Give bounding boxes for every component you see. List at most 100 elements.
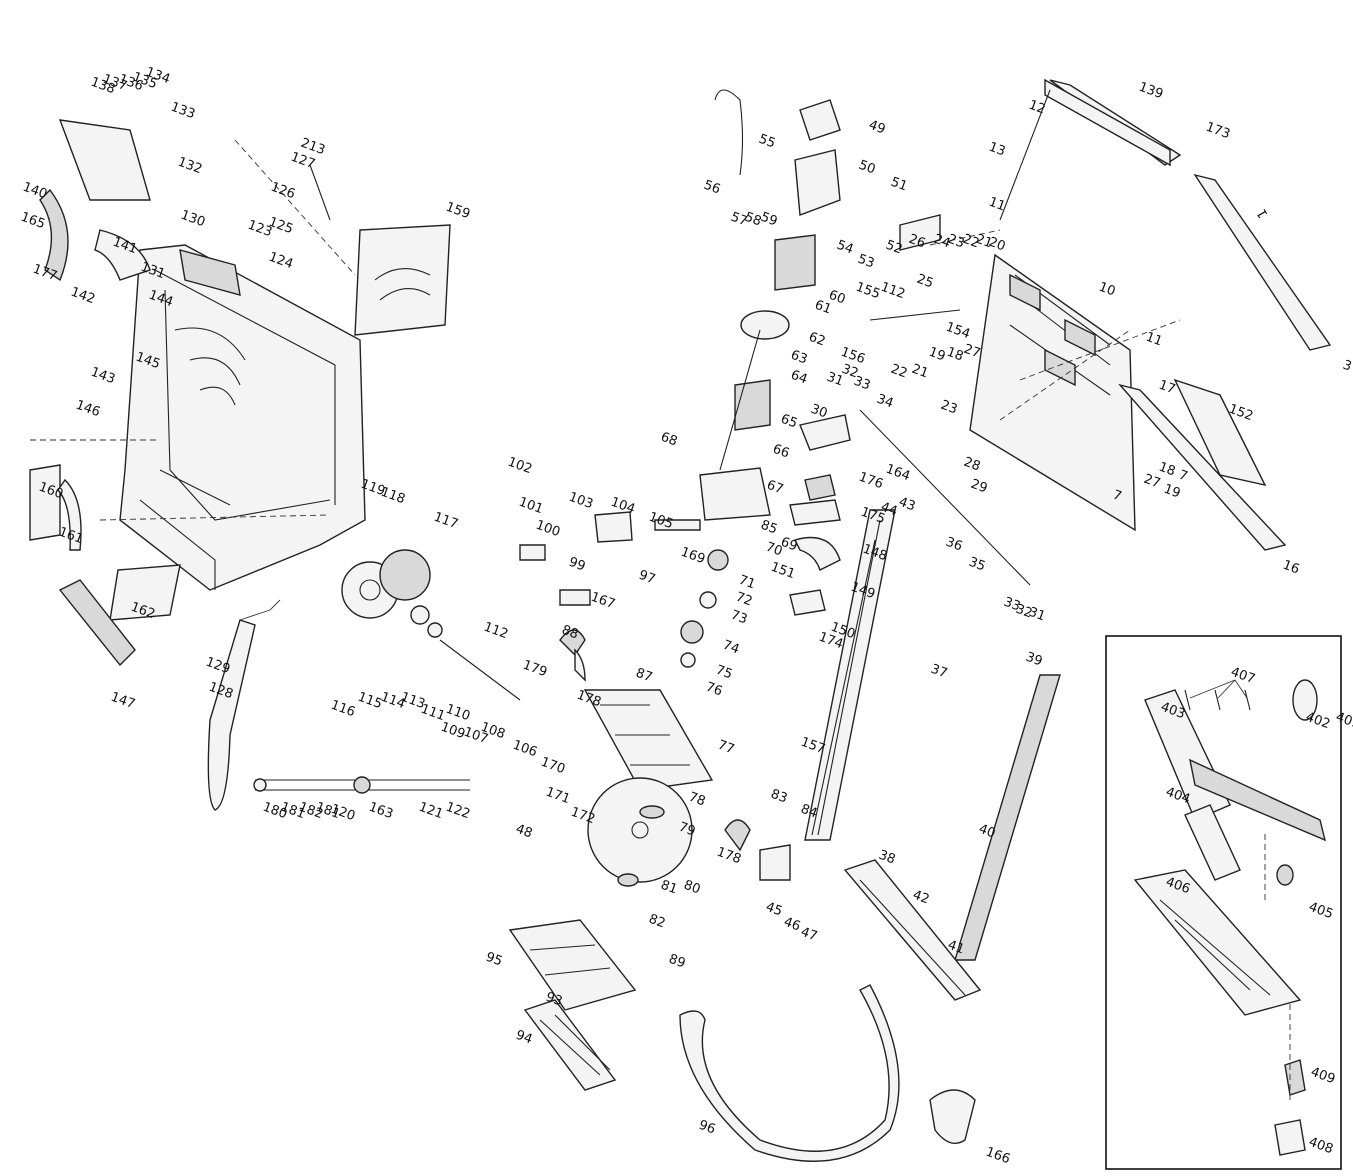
callout-c105: 105 <box>647 510 675 533</box>
callout-c154: 154 <box>944 320 972 343</box>
callout-c151: 151 <box>769 560 797 583</box>
callout-c97: 97 <box>637 568 658 588</box>
height-shaft-121 <box>253 776 470 794</box>
callout-c24: 24 <box>932 232 953 252</box>
callout-c33b: 33 <box>1002 595 1023 615</box>
callout-c402: 402 <box>1304 710 1332 733</box>
callout-c95: 95 <box>484 950 505 970</box>
callout-c31a: 31 <box>825 370 846 390</box>
saw-base-cabinet <box>119 244 366 591</box>
callout-c121: 121 <box>417 800 445 823</box>
callout-c62: 62 <box>807 330 828 350</box>
callout-c50: 50 <box>857 158 878 178</box>
callout-c70: 70 <box>764 540 785 560</box>
side-rail-1 <box>1193 173 1332 351</box>
callout-c117: 117 <box>432 510 460 533</box>
dust-chute-89 <box>508 919 637 1011</box>
callout-c52: 52 <box>884 238 905 258</box>
arbor-gears <box>680 549 729 668</box>
callout-c89: 89 <box>667 952 688 972</box>
callout-c39: 39 <box>1024 650 1045 670</box>
callout-c18b: 18 <box>1157 460 1178 480</box>
miter-gauge-147 <box>58 579 136 667</box>
callout-c99: 99 <box>567 555 588 575</box>
callout-c40: 40 <box>977 822 998 842</box>
side-rail-16 <box>1117 383 1287 551</box>
callout-c94: 94 <box>514 1028 535 1048</box>
dust-chute-cover-94 <box>523 999 617 1091</box>
callout-c57: 57 <box>729 210 750 230</box>
callout-c10: 10 <box>1097 280 1118 300</box>
callout-c12: 12 <box>1027 98 1048 118</box>
callout-c157: 157 <box>799 735 827 758</box>
table-top-9 <box>969 253 1136 532</box>
callout-c48: 48 <box>514 822 535 842</box>
dust-hose-96 <box>679 984 900 1162</box>
callout-c56: 56 <box>702 178 723 198</box>
callout-c65: 65 <box>779 412 800 432</box>
fence-rod-35 <box>859 409 1031 586</box>
inset-detail-box <box>1105 635 1342 1170</box>
callout-c71: 71 <box>737 573 758 593</box>
callout-c142: 142 <box>69 285 97 308</box>
callout-c67: 67 <box>765 478 786 498</box>
callout-c101: 101 <box>517 495 545 518</box>
callout-c156: 156 <box>839 345 867 368</box>
callout-c33a: 33 <box>852 374 873 394</box>
callout-c43: 43 <box>897 495 918 515</box>
power-cord-128 <box>207 619 256 811</box>
callout-c163: 163 <box>367 800 395 823</box>
callout-c112b: 112 <box>879 280 907 303</box>
callout-c30: 30 <box>809 402 830 422</box>
callout-labels: 1377101111121316171818191920212122222323… <box>19 65 1353 1168</box>
saw-blade-80 <box>587 777 693 887</box>
callout-c80: 80 <box>682 878 703 898</box>
callout-c29: 29 <box>969 477 990 497</box>
callout-c155: 155 <box>854 280 882 303</box>
callout-c25: 25 <box>915 272 936 292</box>
callout-c122: 122 <box>444 800 472 823</box>
callout-c58: 58 <box>743 210 764 230</box>
callout-c22a: 22 <box>961 232 982 252</box>
callout-c126: 126 <box>269 180 297 203</box>
callout-c18a: 18 <box>945 345 966 365</box>
callout-c42: 42 <box>911 888 932 908</box>
callout-c87: 87 <box>634 666 655 686</box>
callout-c166: 166 <box>984 1145 1012 1168</box>
trunnion-plate-77 <box>583 689 714 791</box>
callout-c37: 37 <box>929 662 950 682</box>
callout-c159: 159 <box>444 200 472 223</box>
callout-c46: 46 <box>782 915 803 935</box>
callout-c100: 100 <box>534 518 562 541</box>
callout-c54: 54 <box>835 238 856 258</box>
callout-c21a: 21 <box>974 232 995 252</box>
callout-c173: 173 <box>1204 120 1232 143</box>
callout-c26: 26 <box>907 232 928 252</box>
callout-c176: 176 <box>857 470 885 493</box>
callout-c23a: 23 <box>946 232 967 252</box>
callout-c115: 115 <box>356 690 384 713</box>
rear-rail-40 <box>954 674 1061 961</box>
callout-c41: 41 <box>946 938 967 958</box>
callout-c22b: 22 <box>889 362 910 382</box>
callout-c61: 61 <box>813 298 834 318</box>
callout-c112a: 112 <box>482 620 510 643</box>
callout-c82: 82 <box>647 912 668 932</box>
callout-c66: 66 <box>771 442 792 462</box>
side-panel-159 <box>354 224 451 336</box>
callout-c27b: 27 <box>1142 472 1163 492</box>
extension-arm-166 <box>929 1089 976 1144</box>
callout-c139: 139 <box>1137 80 1165 103</box>
callout-c55: 55 <box>757 132 778 152</box>
rod-127 <box>309 164 331 221</box>
callout-c7: 7 <box>1177 468 1190 485</box>
callout-c63: 63 <box>789 348 810 368</box>
callout-c77: 77 <box>716 738 737 758</box>
callout-c147: 147 <box>109 690 137 713</box>
callout-c405: 405 <box>1307 900 1335 923</box>
callout-c60: 60 <box>827 288 848 308</box>
callout-c19b: 19 <box>1162 482 1183 502</box>
callout-c53: 53 <box>856 252 877 272</box>
callout-c409: 409 <box>1309 1065 1337 1088</box>
